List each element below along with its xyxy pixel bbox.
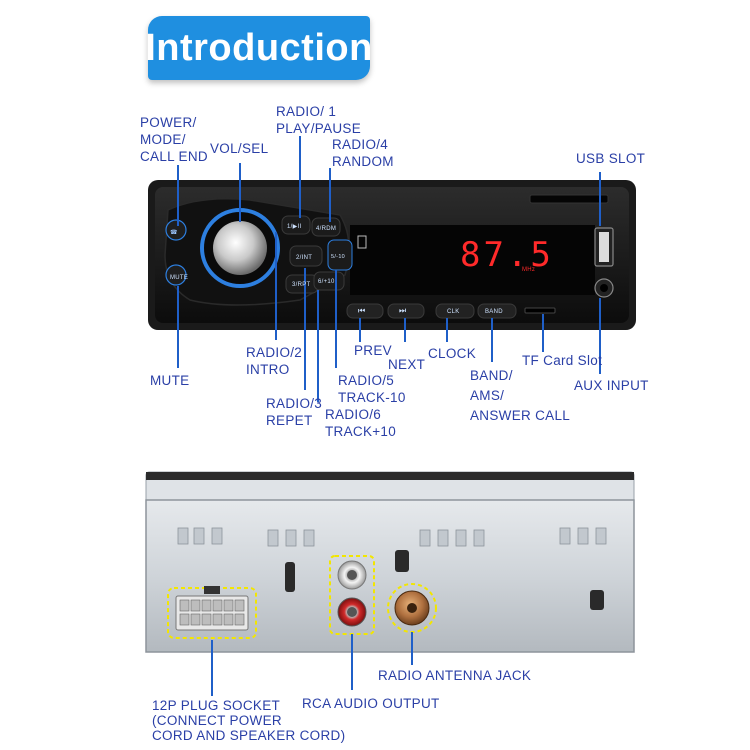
label-band: BAND/ AMS/ ANSWER CALL — [470, 368, 571, 423]
title-banner: Introduction — [145, 16, 373, 80]
screw-slot-right — [590, 590, 604, 610]
label-radio6: RADIO/6 TRACK+10 — [325, 407, 397, 439]
next-btn-glyph: ⏭ — [399, 306, 407, 315]
label-radio5: RADIO/5 TRACK-10 — [338, 373, 406, 405]
top-slot — [529, 194, 609, 204]
tf-slot — [524, 307, 556, 314]
btn-5 — [327, 239, 353, 271]
mute-button-label: MUTE — [170, 275, 189, 281]
btn-4 — [311, 217, 341, 237]
clk-btn — [435, 303, 475, 319]
btn-5-label: 5/-10 — [331, 254, 346, 260]
band-btn — [477, 303, 517, 319]
label-tf-slot: TF Card Slot — [522, 353, 603, 368]
label-radio2: RADIO/2 INTRO — [246, 345, 303, 377]
display-icon — [357, 235, 367, 249]
label-power-mode: POWER/ MODE/ CALL END — [140, 115, 208, 164]
top-trim — [146, 472, 634, 480]
btn-2-label: 2/INT — [296, 255, 313, 261]
front-callouts — [177, 136, 601, 402]
label-rca: RCA AUDIO OUTPUT — [302, 696, 440, 711]
label-vol-sel: VOL/SEL — [210, 141, 269, 156]
btn-1-label: 1/▶II — [287, 224, 302, 230]
btn-2 — [289, 245, 323, 267]
usb-port-inner — [599, 232, 609, 262]
label-usb-slot: USB SLOT — [576, 151, 646, 166]
power-button — [165, 219, 187, 241]
frequency-readout: 87.5 — [460, 235, 554, 275]
label-mute: MUTE — [150, 373, 190, 388]
label-radio4: RADIO/4 RANDOM — [332, 137, 394, 169]
power-button-glyph: ☎ — [170, 230, 178, 236]
aux-port-inner — [600, 284, 608, 292]
label-radio3: RADIO/3 REPET — [266, 396, 323, 428]
screw-slot-center — [395, 550, 409, 572]
back-callouts — [211, 632, 413, 696]
clk-btn-label: CLK — [447, 309, 460, 315]
label-next: NEXT — [388, 357, 426, 372]
btn-1 — [281, 215, 311, 235]
page-title: Introduction — [145, 26, 373, 69]
label-antenna: RADIO ANTENNA JACK — [378, 668, 532, 683]
vol-knob — [213, 221, 267, 275]
mute-button — [165, 264, 187, 286]
frequency-unit: MHz — [522, 267, 536, 273]
label-aux: AUX INPUT — [574, 378, 649, 393]
prev-btn — [346, 303, 384, 319]
label-plug-socket: 12P PLUG SOCKET (CONNECT POWER CORD AND … — [152, 698, 346, 743]
back-unit — [145, 471, 635, 653]
label-radio1: RADIO/ 1 PLAY/PAUSE — [276, 104, 362, 136]
screw-slot-left — [285, 562, 295, 592]
plug-clip — [204, 586, 220, 594]
label-prev: PREV — [354, 343, 392, 358]
btn-6-label: 6/+10 — [318, 279, 335, 285]
label-clock: CLOCK — [428, 346, 477, 361]
btn-4-label: 4/RDM — [316, 226, 337, 232]
btn-3-label: 3/RPT — [292, 282, 311, 288]
display-window — [350, 225, 595, 295]
prev-btn-glyph: ⏮ — [358, 306, 366, 315]
front-panel — [148, 180, 636, 330]
band-btn-label: BAND — [485, 309, 503, 315]
